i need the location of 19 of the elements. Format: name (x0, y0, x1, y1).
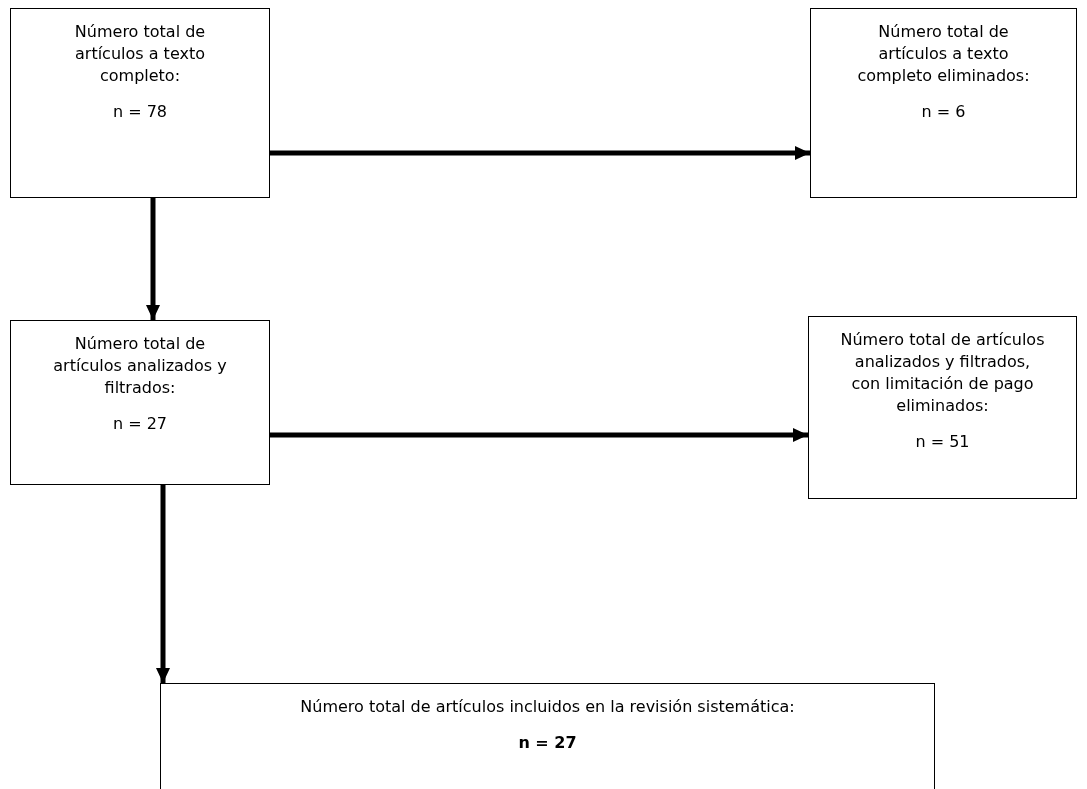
count-text: n = 27 (111, 413, 169, 435)
process-box (160, 683, 935, 789)
process-box (810, 8, 1077, 198)
count-text: n = 27 (517, 732, 578, 754)
box-heading: Número total de artículos a texto completo eliminados: (856, 21, 1031, 87)
arrow (146, 198, 160, 320)
count-text: n = 51 (914, 431, 971, 453)
box-heading: Número total de artículos analizados y filtrados: (52, 333, 228, 399)
process-box (10, 320, 270, 485)
box-heading: Número total de artículos incluidos en la revisión sistemática: (299, 696, 796, 718)
box-heading: Número total de artículos a texto completo: (73, 21, 207, 87)
arrow (270, 428, 808, 442)
box-heading: Número total de artículos analizados y filtrados, con limitación de pago eliminados: (839, 329, 1046, 417)
process-box (10, 8, 270, 198)
count-text: n = 78 (111, 101, 169, 123)
arrow (156, 485, 170, 683)
process-box (808, 316, 1077, 499)
count-text: n = 6 (920, 101, 967, 123)
arrow (270, 146, 810, 160)
